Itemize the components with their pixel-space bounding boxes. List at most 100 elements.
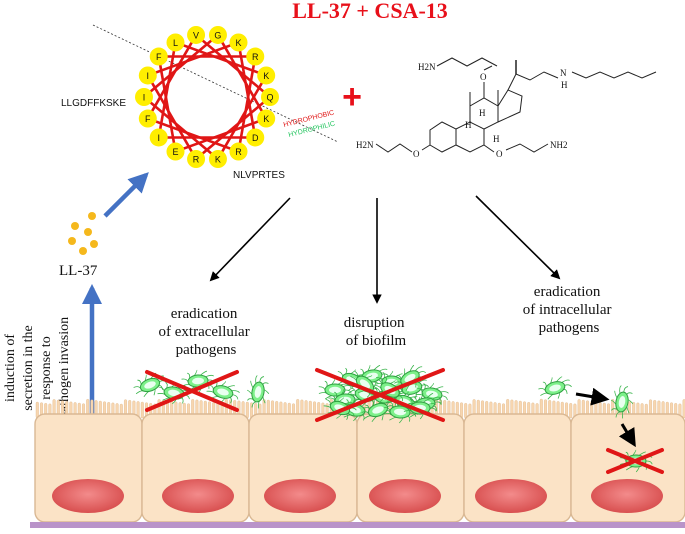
flagellum: [324, 395, 333, 400]
flagellum: [390, 401, 394, 408]
bacterium: [246, 375, 270, 409]
basement-membrane: [30, 522, 685, 528]
flagellum: [255, 375, 258, 384]
microvillus: [140, 401, 144, 419]
flagellum: [247, 398, 254, 401]
cross-intracellular: [606, 448, 664, 474]
bacterium: [538, 376, 572, 400]
flagellum: [331, 378, 336, 385]
flagellum: [409, 412, 417, 417]
flagellum: [349, 411, 355, 417]
helix-bond: [146, 74, 198, 160]
flagellum: [338, 397, 344, 402]
flagellum: [409, 398, 413, 405]
helix-bond: [147, 41, 239, 77]
residue-letter: K: [215, 155, 221, 165]
residue-letter: R: [252, 52, 259, 62]
bacterium: [318, 378, 352, 402]
residue-14: R: [229, 142, 248, 161]
flagellum: [379, 368, 388, 372]
flagellum: [418, 371, 426, 374]
stereo-h-2: H: [479, 108, 486, 118]
residue-letter: R: [235, 147, 242, 157]
flagellum: [623, 386, 629, 393]
flagellum: [333, 395, 336, 403]
residue-circle: [149, 47, 168, 66]
residue-circle: [229, 142, 248, 161]
flagellum: [421, 384, 429, 388]
flagellum: [561, 379, 570, 383]
residue-circle: [208, 25, 227, 44]
microvillus: [682, 399, 685, 419]
flagellum: [423, 383, 426, 390]
flagellum: [344, 389, 352, 394]
flagellum: [414, 366, 423, 372]
stereo-h-1: H: [465, 120, 472, 130]
residue-4: F: [149, 47, 168, 66]
helix-bond: [157, 56, 177, 152]
residue-letter: I: [143, 93, 146, 103]
flagellum: [318, 386, 326, 391]
microvillus: [245, 401, 249, 419]
bacterium: [361, 397, 395, 423]
flagellum: [398, 394, 403, 402]
flagellum: [137, 379, 142, 385]
flagellum: [334, 391, 338, 398]
helix-bond: [237, 42, 257, 138]
flagellum: [563, 388, 568, 394]
residue-3: I: [138, 66, 157, 85]
flagellum: [350, 369, 356, 374]
arrow-to-intracellular: [475, 195, 561, 280]
amine-top: H2N: [418, 62, 436, 72]
residue-circle: [229, 33, 248, 52]
flagellum: [409, 364, 415, 372]
cell-nucleus: [475, 479, 547, 513]
helix-bond: [146, 34, 198, 120]
red-crosses: [145, 368, 664, 474]
flagellum: [367, 364, 371, 372]
flagellum: [432, 396, 441, 400]
helix-bond: [216, 34, 268, 120]
epithelial-cells: [34, 413, 685, 523]
flagellum: [556, 376, 563, 382]
flagellum: [259, 376, 265, 383]
cell-nucleus: [591, 479, 663, 513]
flagellum: [404, 368, 406, 375]
cell-nucleus: [369, 479, 441, 513]
helix-bond: [216, 74, 268, 160]
flagellum: [144, 374, 147, 381]
flagellum: [403, 391, 409, 396]
bacterium-core: [359, 379, 371, 389]
flagellum: [398, 390, 407, 396]
cross-extracellular: [145, 370, 239, 412]
residue-18: I: [149, 128, 168, 147]
flagellum: [366, 375, 373, 379]
microvillus: [569, 403, 573, 419]
bacterium-core: [192, 377, 204, 385]
helix-bond: [143, 33, 219, 98]
flagellum: [324, 380, 328, 387]
microvillus: [35, 401, 39, 419]
flagellum: [426, 393, 434, 399]
residue-8: K: [229, 33, 248, 52]
residue-1: F: [138, 109, 157, 128]
ll37-label: LL-37: [59, 263, 98, 279]
outcome-extracellular: eradication of extracellular pathogens: [159, 306, 254, 358]
flagellum: [227, 385, 235, 388]
residue-letter: Q: [266, 93, 273, 103]
internalization-arrows: [575, 387, 636, 448]
bacterium-core: [404, 373, 416, 383]
flagellum: [165, 382, 168, 389]
flagellum: [231, 390, 240, 393]
bacterium-core: [549, 384, 561, 392]
residue-16: R: [187, 150, 206, 169]
bacterium-core: [254, 386, 262, 398]
flagellum: [619, 385, 622, 394]
residue-letter: F: [156, 52, 162, 62]
flagellum: [181, 378, 189, 383]
flagellum: [614, 390, 618, 399]
bacterium-core: [394, 408, 406, 416]
residue-letter: E: [172, 147, 178, 157]
cell-nucleus: [52, 479, 124, 513]
